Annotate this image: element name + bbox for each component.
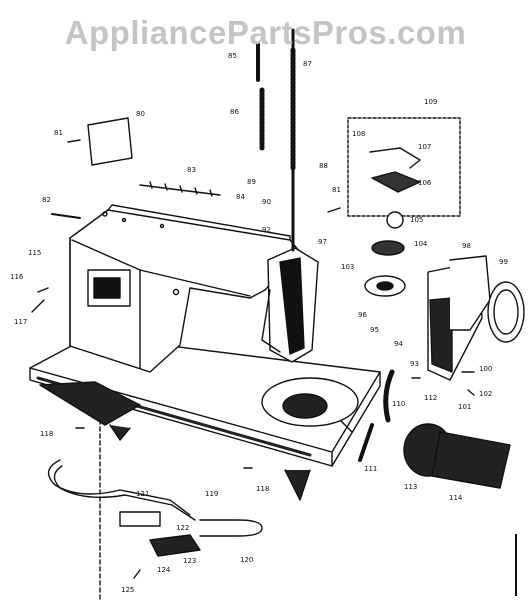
part-label-98: 98 xyxy=(462,242,471,250)
slide-plates xyxy=(358,423,511,489)
part-label-90: 90 xyxy=(262,198,271,206)
part-label-121: 121 xyxy=(136,490,150,498)
watermark: AppliancePartsPros.com xyxy=(64,14,467,51)
part-label-119: 119 xyxy=(205,490,219,498)
part-label-116: 116 xyxy=(10,273,24,281)
part-label-83: 83 xyxy=(187,166,196,174)
part-label-117: 117 xyxy=(14,318,28,326)
spring-assemblies xyxy=(256,42,296,173)
corner-mark xyxy=(515,534,525,596)
part-label-118-b: 118 xyxy=(256,485,270,493)
part-label-100: 100 xyxy=(479,365,493,373)
part-label-89: 89 xyxy=(247,178,256,186)
part-label-109: 109 xyxy=(424,98,438,106)
part-label-105: 105 xyxy=(410,216,424,224)
top-cover-plate xyxy=(87,117,133,166)
part-label-107: 107 xyxy=(418,143,432,151)
tension-assembly-box xyxy=(347,117,461,297)
part-label-106: 106 xyxy=(418,179,432,187)
part-label-113: 113 xyxy=(404,483,418,491)
part-label-108: 108 xyxy=(352,130,366,138)
part-label-124: 124 xyxy=(157,566,171,574)
part-label-120: 120 xyxy=(240,556,254,564)
part-label-88: 88 xyxy=(319,162,328,170)
part-label-81: 81 xyxy=(54,129,63,137)
part-label-123: 123 xyxy=(183,557,197,565)
part-label-81-b: 81 xyxy=(332,186,341,194)
part-label-93: 93 xyxy=(410,360,419,368)
part-label-110: 110 xyxy=(392,400,406,408)
part-label-95: 95 xyxy=(370,326,379,334)
part-label-115: 115 xyxy=(28,249,42,257)
part-label-99: 99 xyxy=(499,258,508,266)
part-label-102: 102 xyxy=(479,390,493,398)
part-label-85: 85 xyxy=(228,52,237,60)
part-label-112: 112 xyxy=(424,394,438,402)
part-label-104: 104 xyxy=(414,240,428,248)
part-label-92: 92 xyxy=(262,226,271,234)
part-label-114: 114 xyxy=(449,494,463,502)
part-label-118: 118 xyxy=(40,430,54,438)
machine-head xyxy=(69,204,301,373)
part-label-122: 122 xyxy=(176,524,190,532)
part-label-111: 111 xyxy=(364,465,378,473)
part-label-96: 96 xyxy=(358,311,367,319)
part-label-80: 80 xyxy=(136,110,145,118)
part-label-101: 101 xyxy=(458,403,472,411)
part-label-94: 94 xyxy=(394,340,403,348)
motor-wiring xyxy=(47,419,263,600)
side-covers xyxy=(427,255,525,381)
bed-plate-area xyxy=(261,369,395,427)
part-label-125: 125 xyxy=(121,586,135,594)
part-label-97: 97 xyxy=(318,238,327,246)
part-label-86: 86 xyxy=(230,108,239,116)
part-label-103: 103 xyxy=(341,263,355,271)
needle-housing xyxy=(261,28,319,363)
part-label-84: 84 xyxy=(236,193,245,201)
part-label-87: 87 xyxy=(303,60,312,68)
top-rail xyxy=(51,181,221,219)
part-label-82: 82 xyxy=(42,196,51,204)
screw-parts xyxy=(31,139,475,579)
